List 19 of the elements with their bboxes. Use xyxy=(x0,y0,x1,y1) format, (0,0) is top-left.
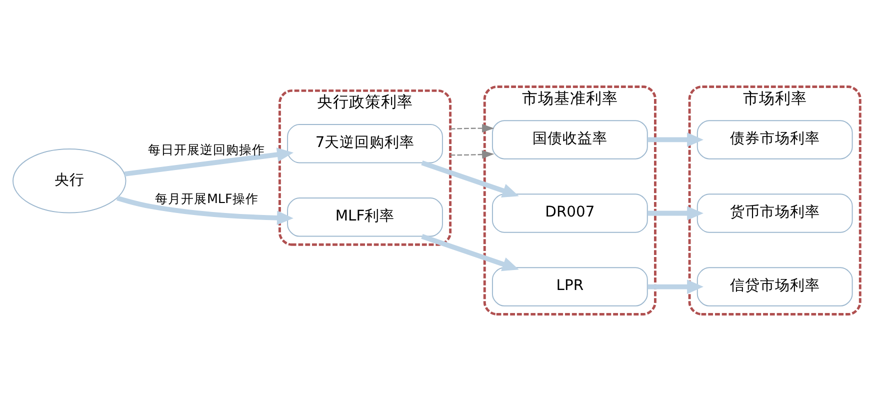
arrow xyxy=(124,147,294,176)
node-box: 国债收益率 xyxy=(492,120,648,159)
arrow xyxy=(648,206,704,220)
node-box: DR007 xyxy=(492,193,648,232)
node-box: 债券市场利率 xyxy=(696,120,853,159)
edge-label: 每月开展MLF操作 xyxy=(154,191,258,206)
arrow xyxy=(116,195,294,225)
node-ellipse: 央行 xyxy=(12,148,126,213)
node-box: 货币市场利率 xyxy=(696,193,853,232)
arrow xyxy=(648,132,704,146)
node-box: 信贷市场利率 xyxy=(696,266,853,306)
arrow xyxy=(450,150,494,158)
edge-label: 每日开展逆回购操作 xyxy=(148,142,266,158)
arrow xyxy=(421,160,519,198)
node-box: 7天逆回购利率 xyxy=(287,124,443,163)
arrow xyxy=(648,279,704,294)
arrow xyxy=(450,124,494,132)
node-box: MLF利率 xyxy=(287,197,443,236)
node-box: LPR xyxy=(492,266,648,306)
